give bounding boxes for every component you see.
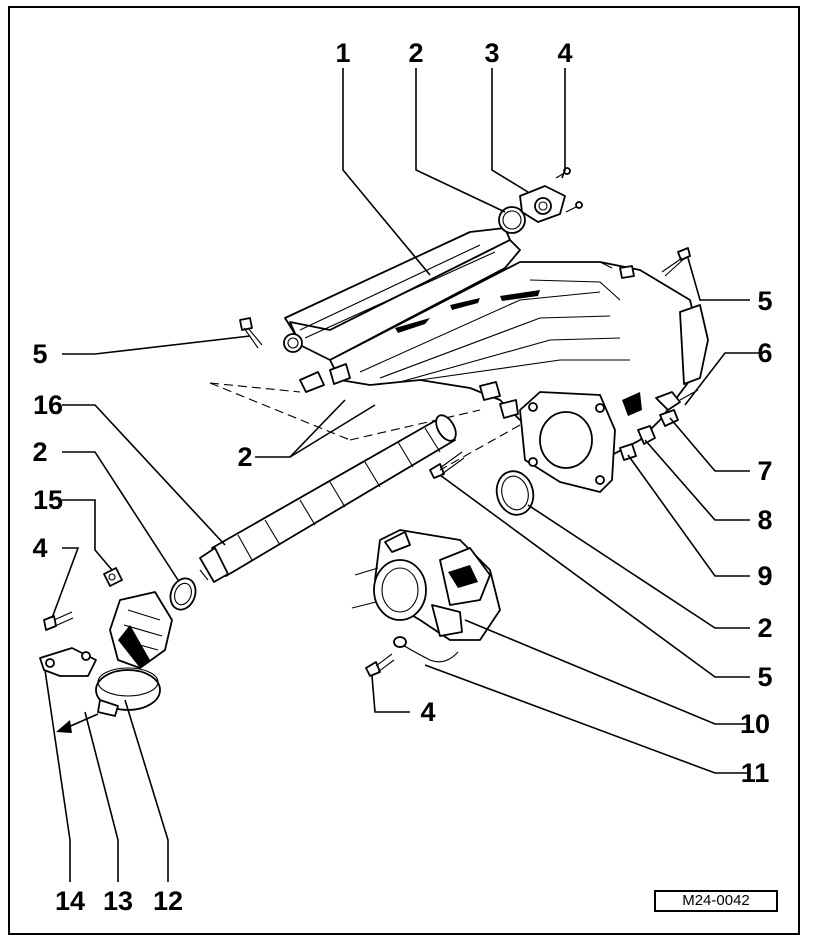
callout-1: 1 [335,38,350,68]
bolt-middle [429,451,465,479]
throttle-body [351,529,501,641]
manifold-sensors [619,389,699,461]
callout-7: 7 [757,456,772,486]
hose-clip [393,636,459,663]
callout-16: 16 [33,390,63,420]
bolt-lower-middle [365,653,395,677]
callout-2: 2 [757,613,772,643]
callout-8: 8 [757,505,772,535]
callout-4: 4 [420,697,435,727]
callout-10: 10 [740,709,770,739]
callout-4: 4 [32,533,47,563]
diagram-frame [8,6,800,935]
callout-4: 4 [557,38,572,68]
vacuum-unit-assembly [39,567,173,717]
intake-manifold-upper-part [284,227,521,361]
o-ring-top-inner [502,210,522,230]
bolt-upper-left [239,317,263,349]
o-ring-flange [495,470,535,516]
callout-3: 3 [484,38,499,68]
callout-2: 2 [237,442,252,472]
callout-11: 11 [741,758,770,788]
callout-15: 15 [33,485,63,515]
o-ring-flange-inner [501,475,529,511]
callout-5: 5 [32,339,47,369]
callout-2: 2 [32,437,47,467]
o-ring-tube-inner [174,582,192,606]
callout-9: 9 [757,561,772,591]
direction-arrow [56,713,99,733]
leader-lines [44,68,760,882]
callout-labels: 1 2 3 4 5 5 6 16 2 7 2 8 15 9 4 2 5 4 10… [32,38,772,916]
bolt-upper-right [661,247,691,277]
o-ring-tube [169,577,197,611]
figure-reference-code: M24-0042 [654,890,778,912]
callout-14: 14 [55,886,85,916]
callout-2: 2 [408,38,423,68]
bolt-left [43,611,74,631]
callout-12: 12 [153,886,183,916]
manifold-left-fittings [283,333,519,419]
assembly-guide-lines [209,382,521,471]
resonator-tube [199,414,457,583]
callout-13: 13 [103,886,133,916]
throttle-body-flange [519,391,616,493]
callout-5: 5 [757,662,772,692]
callout-6: 6 [757,338,772,368]
intake-manifold-lower-part [329,261,709,456]
callout-5: 5 [757,286,772,316]
